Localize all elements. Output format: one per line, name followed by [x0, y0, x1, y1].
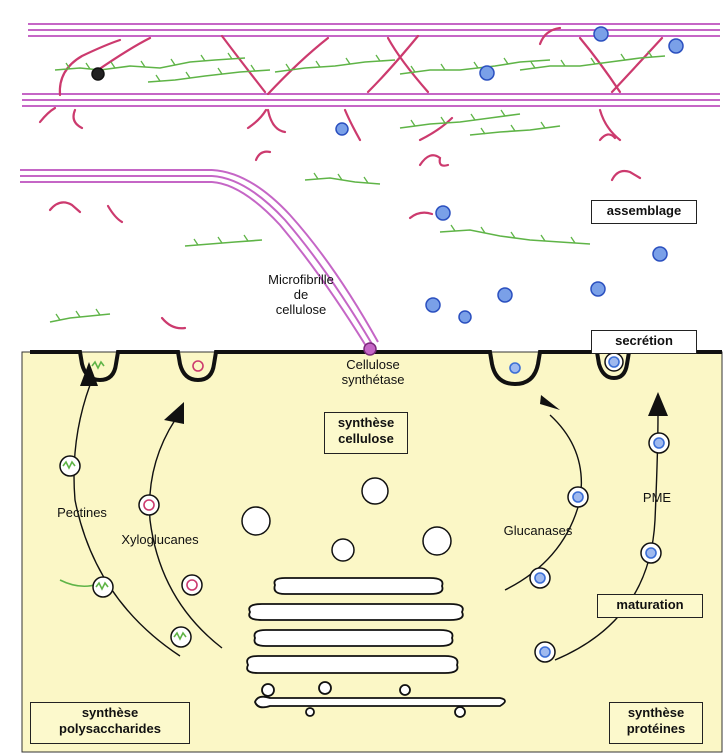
synthese-cellulose-line1: synthèse	[329, 415, 403, 431]
synthese-proteines-line1: synthèse	[614, 705, 698, 721]
cellulose-synthetase-line1: Cellulose	[318, 357, 428, 372]
synthese-cellulose-line2: cellulose	[329, 431, 403, 447]
pectin-strands	[40, 28, 662, 328]
synthese-polysaccharides-box: synthèse polysaccharides	[30, 702, 190, 744]
microfibril-label-line2: de	[256, 287, 346, 302]
synthese-proteines-box: synthèse protéines	[609, 702, 703, 744]
xyloglucan-ticks	[56, 51, 652, 320]
cellulose-synthetase-label: Cellulose synthétase	[318, 357, 428, 387]
assemblage-box: assemblage	[591, 200, 697, 224]
microfibril-label-line3: cellulose	[256, 302, 346, 317]
synthese-proteines-line2: protéines	[614, 721, 698, 737]
pme-label: PME	[637, 490, 677, 505]
maturation-box: maturation	[597, 594, 703, 618]
microfibril-label: Microfibrille de cellulose	[256, 272, 346, 317]
cellulose-synthase-complex	[364, 343, 376, 355]
synthese-polysaccharides-line1: synthèse	[35, 705, 185, 721]
glucanases-label: Glucanases	[492, 523, 584, 538]
pectines-label: Pectines	[42, 505, 122, 520]
synthese-polysaccharides-line2: polysaccharides	[35, 721, 185, 737]
synthese-cellulose-box: synthèse cellulose	[324, 412, 408, 454]
cellulose-microfibrils	[20, 24, 720, 346]
cellulose-synthetase-line2: synthétase	[318, 372, 428, 387]
secretion-box: secrétion	[591, 330, 697, 354]
microfibril-label-line1: Microfibrille	[256, 272, 346, 287]
xyloglucanes-label: Xyloglucanes	[110, 532, 210, 547]
